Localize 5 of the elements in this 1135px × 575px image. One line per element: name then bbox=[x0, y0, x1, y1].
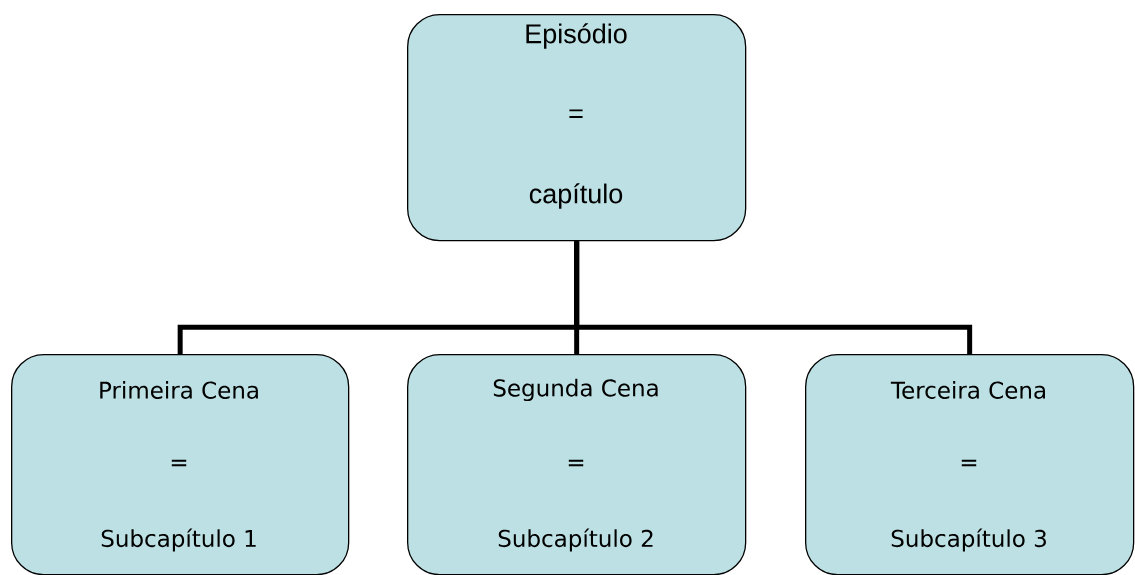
rounded-box: Segunda Cena = Subcapítulo 2 bbox=[407, 354, 747, 575]
rounded-box: Episódio = capítulo bbox=[407, 14, 747, 242]
rounded-box: Terceira Cena = Subcapítulo 3 bbox=[805, 354, 1135, 575]
rounded-box: Primeira Cena = Subcapítulo 1 bbox=[11, 354, 350, 575]
connector-line bbox=[574, 241, 973, 354]
